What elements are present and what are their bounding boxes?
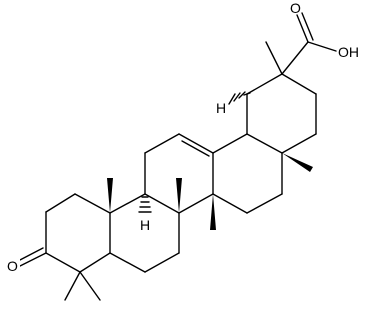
skeleton-bonds bbox=[45, 73, 317, 273]
atom-label-stereo-h-lower: H bbox=[140, 217, 150, 233]
bond bbox=[109, 193, 146, 214]
bond bbox=[246, 193, 283, 214]
wedge-bonds bbox=[107, 153, 313, 230]
bond bbox=[281, 73, 317, 95]
atom-label-carboxyl-oxygen: O bbox=[290, 0, 301, 16]
atom-label-hydroxyl: OH bbox=[338, 44, 359, 60]
bond bbox=[45, 252, 81, 273]
bond bbox=[17, 247, 44, 262]
bond bbox=[79, 252, 111, 273]
bond bbox=[246, 133, 283, 154]
bond bbox=[144, 133, 180, 154]
bond bbox=[265, 41, 283, 75]
bond bbox=[281, 133, 317, 154]
bond bbox=[281, 41, 309, 75]
substituent-bonds bbox=[17, 12, 337, 301]
bond bbox=[178, 133, 214, 154]
bond bbox=[144, 193, 180, 214]
bond bbox=[45, 193, 76, 213]
hash bbox=[233, 92, 241, 102]
hash bbox=[238, 91, 246, 99]
bond bbox=[74, 193, 111, 214]
wedge-bond bbox=[282, 153, 313, 172]
bond bbox=[307, 41, 337, 52]
wedge-bond bbox=[176, 178, 182, 213]
bond bbox=[212, 133, 248, 154]
bond bbox=[109, 252, 146, 273]
bond bbox=[144, 252, 180, 273]
hash bbox=[228, 93, 236, 105]
wedge-bond bbox=[107, 178, 113, 213]
atom-label-ketone-oxygen: O bbox=[7, 258, 18, 274]
bond bbox=[178, 193, 214, 214]
bond bbox=[17, 252, 47, 268]
bond bbox=[301, 12, 314, 41]
hash bbox=[243, 92, 251, 96]
hashed-bonds bbox=[138, 91, 251, 213]
wedge-bond bbox=[210, 194, 216, 230]
bond bbox=[64, 271, 81, 301]
double-bond-line bbox=[181, 140, 210, 157]
bond bbox=[296, 14, 309, 43]
bond bbox=[212, 193, 248, 214]
atom-label-stereo-h-upper: H bbox=[216, 100, 226, 116]
bond bbox=[79, 271, 101, 301]
bond bbox=[246, 73, 283, 95]
